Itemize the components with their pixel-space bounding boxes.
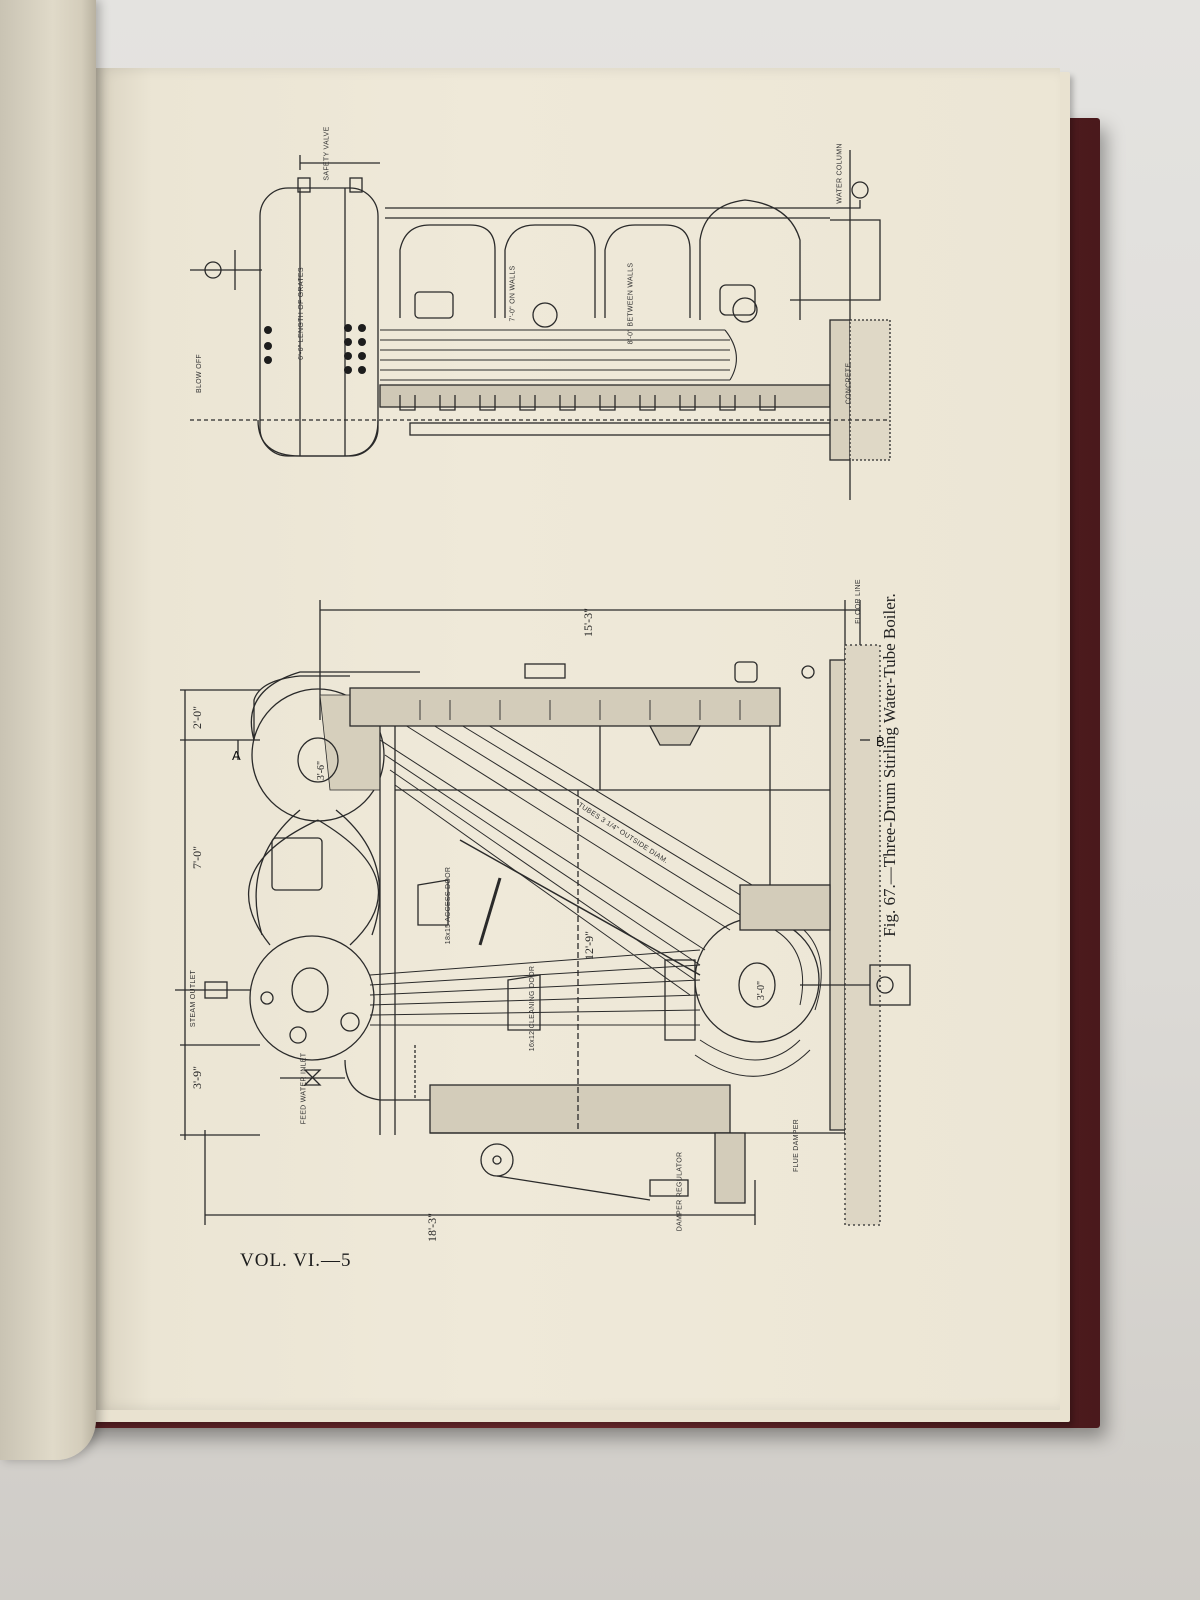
flue-damper-label: FLUE DAMPER	[793, 1118, 801, 1173]
access-door	[414, 291, 454, 319]
access-door-label: 18x15 ACCESS DOOR	[445, 866, 453, 945]
figure-caption: Fig. 67.—Three-Drum Stirling Water-Tube …	[880, 593, 899, 937]
dim-18-3: 18'-3"	[425, 1212, 440, 1243]
cross-section	[175, 600, 911, 1226]
ash-pit-hatch	[429, 1084, 731, 1134]
dim-drum-3-6: 3'-6"	[316, 760, 328, 781]
cleaning-door-label: 16x12 CLEANING DOOR	[529, 965, 537, 1052]
access-door-arch	[417, 879, 449, 926]
damper-regulator-box	[649, 1179, 689, 1197]
concrete-label: CONCRETE	[845, 362, 853, 405]
dim-7-0: 7'-0"	[190, 845, 205, 870]
floor-line-label: FLOOR LINE	[854, 579, 862, 624]
rear-wall	[829, 659, 846, 1131]
book-page	[94, 68, 1060, 1410]
left-facing-page	[0, 0, 96, 1460]
upper-drum-arch	[399, 224, 496, 318]
cleaning-door	[532, 302, 558, 328]
feed-water-label: FEED WATER INLET	[300, 1052, 308, 1125]
rear-valve	[851, 181, 869, 199]
volume-footer: VOL. VI.—5	[240, 1250, 352, 1271]
upper-access-door	[271, 837, 323, 891]
water-walls-label: 7'-0" ON WALLS	[509, 265, 517, 322]
damper-regulator-label: DAMPER REGULATOR	[676, 1151, 684, 1232]
front-header-drum	[259, 187, 379, 457]
damper-wheel	[480, 1143, 514, 1177]
safety-valve-label: SAFETY VALVE	[323, 126, 331, 181]
dim-drum-3-0: 3'-0"	[756, 980, 768, 1001]
header-stack	[664, 959, 696, 1041]
section-mark-a: A	[232, 748, 241, 763]
grates-label: 6'-6" LENGTH OF GRATES	[297, 267, 305, 360]
top-brickwork	[349, 687, 781, 727]
tube-bank	[380, 329, 737, 381]
steam-outlet-label: STEAM OUTLET	[190, 969, 198, 1028]
dim-2-0: 2'-0"	[190, 705, 205, 730]
handholes	[264, 324, 366, 374]
top-valve-box	[524, 663, 566, 679]
safety-valve	[297, 177, 311, 193]
upper-steam-drum	[251, 688, 385, 822]
dim-3-9: 3'-9"	[190, 1065, 205, 1090]
section-mark-b: B	[876, 734, 885, 749]
brick-walls-label: 8'-0" BETWEEN WALLS	[627, 262, 635, 345]
dim-12-9: 12'-9"	[582, 930, 597, 961]
lower-front-drum	[249, 935, 375, 1061]
setting-hatch	[379, 384, 831, 408]
blow-off-label: BLOW OFF	[195, 354, 203, 393]
water-column-label: WATER COLUMN	[836, 143, 844, 204]
rear-drum	[699, 199, 801, 320]
side-elevation	[190, 150, 891, 500]
concrete-foundation	[844, 644, 881, 1226]
dim-15-3: 15'-3"	[581, 607, 596, 638]
cleaning-door-arch	[507, 974, 541, 1031]
